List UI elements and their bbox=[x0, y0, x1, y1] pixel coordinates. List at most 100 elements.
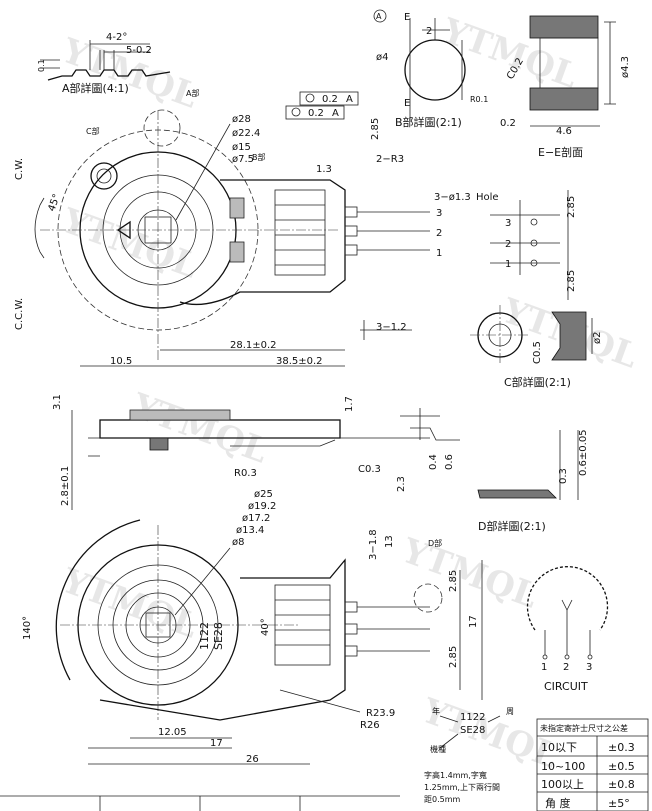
dim-e-4-6: 4.6 bbox=[556, 126, 572, 137]
main-top-view: C.W. C.C.W. 45° C部 B部 ø28 ø22.4 ø15 ø7.5… bbox=[14, 91, 499, 367]
section-a-circle: A bbox=[376, 12, 382, 21]
note-type: 機種 bbox=[430, 744, 446, 754]
tol-2-datum: A bbox=[332, 108, 339, 119]
dim-side-3-1: 3.1 bbox=[52, 394, 63, 410]
section-e-top: E bbox=[404, 12, 410, 23]
watermark-3: YTMQL bbox=[56, 201, 203, 287]
bot-dia-13-4: ø13.4 bbox=[236, 525, 264, 536]
note-code-se28: SE28 bbox=[460, 725, 485, 736]
bot-r23-9: R23.9 bbox=[366, 708, 395, 719]
bot-angle-140: 140° bbox=[22, 616, 33, 640]
marker-b: B部 bbox=[252, 152, 266, 162]
note-text-1: 字高1.4mm,字寬 bbox=[424, 770, 487, 780]
side-pin-2: 2 bbox=[505, 239, 511, 250]
bot-dim-2-85-a: 2.85 bbox=[448, 570, 459, 592]
note-text-2: 1.25mm,上下兩行間 bbox=[424, 782, 500, 792]
detail-d: 0.3 0.6±0.05 D部詳圖(2:1) bbox=[477, 429, 589, 533]
bot-dia-25: ø25 bbox=[254, 489, 273, 500]
circuit-pin-3: 3 bbox=[586, 662, 592, 673]
tol-1-value: 0.2 bbox=[322, 94, 338, 105]
detail-d-title: D部詳圖(2:1) bbox=[478, 519, 546, 533]
dim-c-dia2: ø2 bbox=[592, 332, 603, 344]
tol-table-header: 未指定寄許士尺寸之公差 bbox=[540, 723, 628, 733]
section-e-title: E−E剖面 bbox=[538, 145, 583, 159]
side-pin-1: 1 bbox=[505, 259, 511, 270]
section-e-e: ø4.3 C0.2 0.2 4.6 E−E剖面 bbox=[500, 15, 631, 159]
tol-row1-value: ±0.3 bbox=[608, 741, 635, 754]
detail-c-title: C部詳圖(2:1) bbox=[504, 375, 571, 389]
dim-10-5: 10.5 bbox=[110, 356, 132, 367]
dia-7-5: ø7.5 bbox=[232, 154, 254, 165]
tol-row1-range: 10以下 bbox=[541, 741, 577, 754]
tolerance-table: 未指定寄許士尺寸之公差 10以下 ±0.3 10~100 ±0.5 100以上 … bbox=[536, 718, 649, 811]
marker-a: A部 bbox=[186, 88, 199, 98]
tol-2-value: 0.2 bbox=[308, 108, 324, 119]
marking-note: 年 周 1122 SE28 機種 字高1.4mm,字寬 1.25mm,上下兩行間… bbox=[424, 706, 514, 804]
bot-dia-8: ø8 bbox=[232, 537, 244, 548]
dia-15: ø15 bbox=[232, 142, 251, 153]
dim-3-1-2: 3−1.2 bbox=[376, 322, 407, 333]
dim-side-1-7: 1.7 bbox=[344, 396, 355, 412]
dim-38-5: 38.5±0.2 bbox=[276, 356, 323, 367]
dim-side-r03: R0.3 bbox=[234, 468, 257, 479]
bot-marking-se28: SE28 bbox=[212, 622, 225, 650]
dim-d-0-3: 0.3 bbox=[558, 468, 569, 484]
dim-e-0-2: 0.2 bbox=[500, 118, 516, 129]
bot-dim-12-05: 12.05 bbox=[158, 727, 187, 738]
tol-row3-value: ±0.8 bbox=[608, 778, 635, 791]
frame-bottom bbox=[0, 795, 400, 811]
bot-dim-3-1-8: 3−1.8 bbox=[368, 529, 379, 560]
dim-side-2-8: 2.8±0.1 bbox=[60, 466, 71, 506]
dim-pitch-2: 2.85 bbox=[566, 270, 577, 292]
dim-a-angle: 4-2° bbox=[106, 32, 127, 43]
circuit-pin-1: 1 bbox=[541, 662, 547, 673]
dim-e-dia43: ø4.3 bbox=[620, 56, 631, 78]
bot-angle-40: 40° bbox=[260, 618, 271, 636]
detail-b-title: B部詳圖(2:1) bbox=[395, 115, 462, 129]
dim-1-3: 1.3 bbox=[316, 164, 332, 175]
dim-a-width: 5-0.2 bbox=[126, 45, 152, 56]
side-pin-3: 3 bbox=[505, 218, 511, 229]
bot-dim-17: 17 bbox=[468, 615, 479, 628]
tol-row4-value: ±5° bbox=[608, 797, 630, 810]
note-week: 周 bbox=[506, 707, 514, 716]
dim-d-0-6: 0.6±0.05 bbox=[578, 429, 589, 476]
dim-28-1: 28.1±0.2 bbox=[230, 340, 277, 351]
dia-22-4: ø22.4 bbox=[232, 128, 260, 139]
circuit-diagram: 1 2 3 CIRCUIT bbox=[526, 566, 609, 693]
dim-2-r3: 2−R3 bbox=[376, 154, 404, 165]
note-year: 年 bbox=[432, 706, 440, 716]
marker-d: D部 bbox=[428, 538, 442, 548]
circuit-pin-2: 2 bbox=[563, 662, 569, 673]
bottom-view: D部 ø25 ø19.2 ø17.2 ø13.4 ø8 3−1.8 13 2.8… bbox=[22, 489, 483, 765]
detail-a-title: A部詳圖(4:1) bbox=[62, 81, 129, 95]
bot-dim-13: 13 bbox=[384, 535, 395, 548]
bot-dia-17-2: ø17.2 bbox=[242, 513, 270, 524]
dim-hole: 3−ø1.3 bbox=[434, 192, 471, 203]
bot-dim-26: 26 bbox=[246, 754, 259, 765]
label-ccw: C.C.W. bbox=[14, 298, 25, 330]
detail-b: A E E 2 ø4 R0.1 2.85 B部詳圖(2:1) bbox=[370, 9, 488, 140]
side-view: 3.1 2.8±0.1 R0.3 C0.3 1.7 0.4 0.6 2.3 bbox=[52, 394, 460, 510]
pin-3: 3 bbox=[436, 208, 442, 219]
dim-pitch-1: 2.85 bbox=[566, 196, 577, 218]
note-code-1122: 1122 bbox=[460, 712, 485, 723]
pin-2: 2 bbox=[436, 228, 442, 239]
dim-side-0-6: 0.6 bbox=[444, 454, 455, 470]
dim-b-2: 2 bbox=[426, 26, 432, 37]
tol-row4-range: 角 度 bbox=[545, 796, 571, 810]
dim-side-c03: C0.3 bbox=[358, 464, 381, 475]
dim-hole-word: Hole bbox=[476, 192, 499, 203]
marker-c: C部 bbox=[86, 126, 100, 136]
tol-1-datum: A bbox=[346, 94, 353, 105]
tol-row3-range: 100以上 bbox=[541, 778, 584, 791]
dim-b-r01: R0.1 bbox=[470, 95, 488, 104]
dia-28: ø28 bbox=[232, 114, 251, 125]
bot-marking-1122: 1122 bbox=[198, 622, 211, 650]
pin-1: 1 bbox=[436, 248, 442, 259]
bot-dia-19-2: ø19.2 bbox=[248, 501, 276, 512]
dim-a-depth: 0.1 bbox=[37, 59, 46, 72]
tol-row2-value: ±0.5 bbox=[608, 760, 635, 773]
pin-side-view: 3 2 1 2.85 2.85 bbox=[490, 190, 577, 300]
dim-c-c05: C0.5 bbox=[532, 341, 543, 364]
